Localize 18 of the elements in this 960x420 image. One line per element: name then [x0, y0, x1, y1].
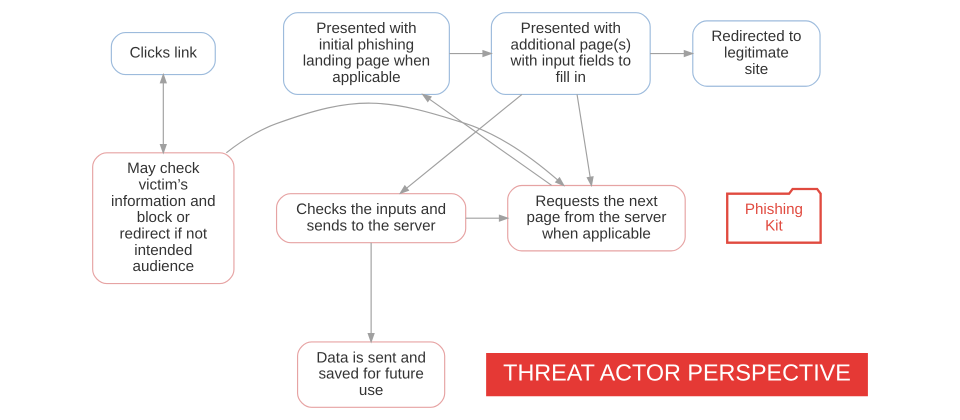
- node-box: Clicks link: [110, 32, 216, 76]
- node-box: Presented with initial phishing landing page when applicable: [282, 12, 450, 95]
- node-box: Checks the inputs and sends to the server: [276, 193, 466, 244]
- arrow: [226, 102, 566, 187]
- node-box: THREAT ACTOR PERSPECTIVE: [486, 353, 868, 396]
- arrow: [421, 93, 552, 186]
- arrow: [160, 72, 167, 154]
- arrow: [449, 50, 493, 58]
- node-box: Presented with additional page(s) with input fields to fill in: [490, 12, 651, 95]
- arrow: [367, 242, 375, 344]
- node-box: May check victim’s information and block or redirect if not intended audience: [92, 152, 235, 284]
- arrow: [398, 94, 522, 194]
- node-box: Data is sent and saved for future use: [297, 341, 446, 408]
- arrow: [650, 50, 694, 58]
- arrow: [466, 214, 510, 222]
- node-box: Redirected to legitimate site: [692, 20, 821, 87]
- node-box: Requests the next page from the server when applicable: [507, 184, 686, 252]
- arrow: [576, 94, 594, 188]
